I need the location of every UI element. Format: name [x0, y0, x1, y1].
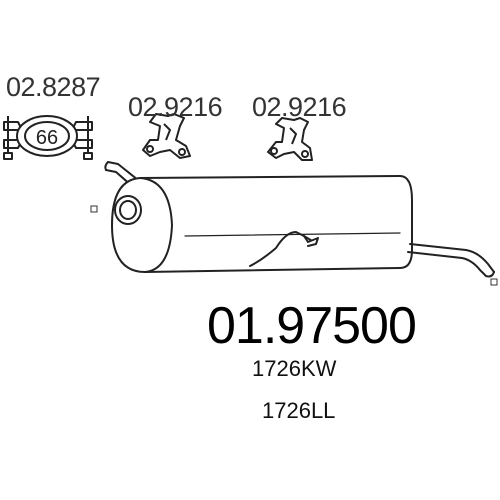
- hanger-2-part-number: 02.9216: [252, 92, 347, 122]
- hanger-1-part-number: 02.9216: [128, 92, 223, 122]
- marker-left: [90, 205, 98, 213]
- marker-right: [490, 278, 498, 286]
- reference-number-2: 1726LL: [262, 398, 336, 423]
- clamp-size-label: 66: [36, 127, 58, 149]
- clamp-part-number: 02.8287: [6, 72, 101, 102]
- rubber-hanger-icon-1: [142, 113, 191, 159]
- pipe-clamp-icon: [3, 115, 93, 160]
- main-part-number: 01.97500: [207, 297, 417, 355]
- rear-silencer-icon: [104, 161, 495, 278]
- rubber-hanger-icon-2: [267, 117, 313, 161]
- reference-number-1: 1726KW: [252, 356, 337, 381]
